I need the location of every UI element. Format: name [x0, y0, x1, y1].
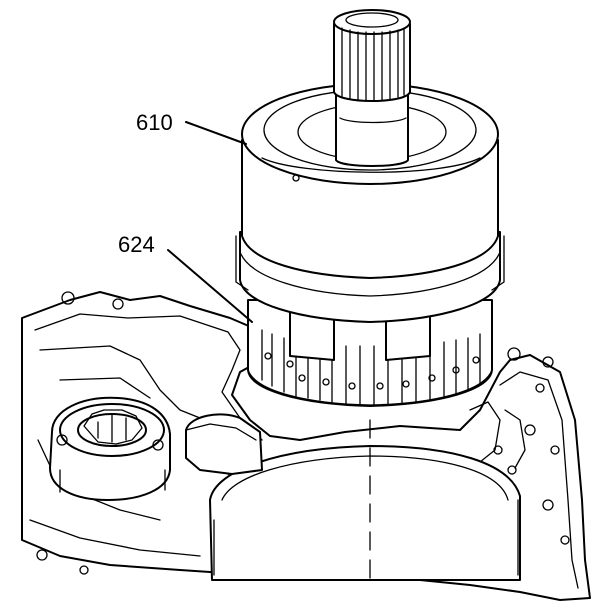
callout-label-624: 624 — [118, 232, 155, 257]
callout-624: 624 — [118, 232, 253, 323]
callout-label-610: 610 — [136, 110, 173, 135]
callout-610: 610 — [136, 110, 247, 145]
spring-retainers — [264, 352, 480, 390]
right-boss — [185, 413, 263, 475]
hub-slots — [261, 329, 481, 406]
pump-boss — [49, 396, 171, 501]
input-shaft — [333, 9, 411, 167]
clutch-assembly — [235, 9, 505, 407]
